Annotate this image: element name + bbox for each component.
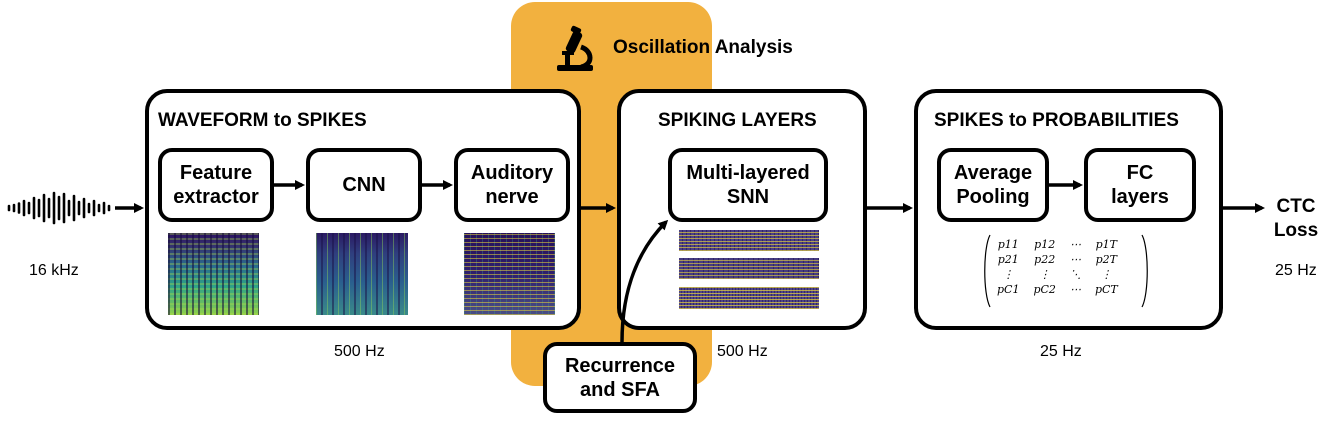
matrix-cell: ⋯ — [1069, 238, 1081, 251]
waveform-to-spikes-title: WAVEFORM to SPIKES — [158, 110, 367, 131]
matrix-cell: p1T — [1095, 238, 1118, 251]
matrix-cell: p12 — [1034, 238, 1056, 251]
matrix-right-paren — [1141, 234, 1148, 308]
feature-extractor-box: Feature extractor — [158, 148, 274, 222]
snn-raster-1 — [679, 230, 819, 251]
arrow-recurrence-to-snn — [620, 219, 669, 343]
microscope-icon — [557, 25, 593, 71]
matrix-cell: p21 — [997, 253, 1019, 266]
cnn-feature-map — [316, 233, 408, 315]
panel2-rate-label: 500 Hz — [717, 343, 768, 360]
input-rate-label: 16 kHz — [29, 262, 79, 279]
fc-layers-box: FC layers — [1084, 148, 1196, 222]
oscillation-analysis-title: Oscillation Analysis — [613, 37, 793, 58]
multi-layered-snn-box: Multi-layered SNN — [668, 148, 828, 222]
matrix-cell: pCT — [1094, 283, 1118, 296]
waveform-icon — [7, 191, 111, 225]
panel3-rate-label: 25 Hz — [1040, 343, 1082, 360]
snn-raster-3 — [679, 287, 819, 309]
auditory-nerve-raster — [464, 233, 555, 315]
recurrence-and-sfa-box: Recurrence and SFA — [543, 342, 697, 413]
snn-raster-2 — [679, 258, 819, 279]
matrix-cell: p22 — [1034, 253, 1056, 266]
matrix-cell: ⋮ — [1039, 268, 1051, 281]
average-pooling-box: Average Pooling — [937, 148, 1049, 222]
panel1-rate-label: 500 Hz — [334, 343, 385, 360]
matrix-cell: p2T — [1095, 253, 1118, 266]
matrix-cell: ⋮ — [1100, 268, 1112, 281]
matrix-cell: pC2 — [1033, 283, 1056, 296]
matrix-cell: ⋮ — [1002, 268, 1014, 281]
cnn-box: CNN — [306, 148, 422, 222]
auditory-nerve-box: Auditory nerve — [454, 148, 570, 222]
matrix-left-paren — [984, 234, 991, 308]
spiking-layers-title: SPIKING LAYERS — [658, 110, 817, 131]
output-rate-label: 25 Hz — [1275, 262, 1317, 279]
matrix-cell: ⋱ — [1069, 268, 1081, 281]
matrix-cell: ⋯ — [1069, 283, 1081, 296]
matrix-cell: ⋯ — [1069, 253, 1081, 266]
ctc-loss-label: CTC Loss — [1273, 196, 1319, 241]
matrix-cell: pC1 — [997, 283, 1020, 296]
spikes-to-probabilities-title: SPIKES to PROBABILITIES — [934, 110, 1179, 131]
feature-spectrogram — [168, 233, 259, 315]
matrix-cell: p11 — [997, 238, 1019, 251]
